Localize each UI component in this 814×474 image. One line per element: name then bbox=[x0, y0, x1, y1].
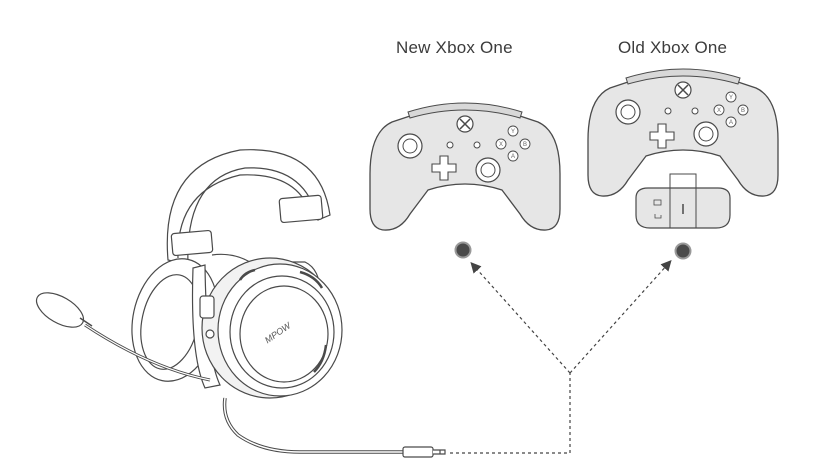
stereo-headset-adapter bbox=[635, 173, 731, 229]
a-button-label: A bbox=[511, 154, 515, 160]
b-button-label-old: B bbox=[741, 108, 745, 114]
a-button-label-old: A bbox=[729, 120, 733, 126]
x-button-label: X bbox=[499, 142, 503, 148]
old-xbox-controller: Y X B A bbox=[587, 68, 779, 229]
audio-jack-plug bbox=[402, 446, 434, 458]
arrow-to-old-controller bbox=[569, 259, 672, 374]
gaming-headset bbox=[35, 149, 446, 458]
old-controller-audio-port bbox=[674, 242, 692, 260]
dpad bbox=[431, 155, 457, 181]
connection-lines bbox=[450, 259, 672, 454]
y-button-label-old: Y bbox=[729, 95, 733, 101]
new-xbox-one-label: New Xbox One bbox=[396, 38, 513, 57]
old-xbox-one-label: Old Xbox One bbox=[618, 38, 728, 57]
earcup-plate bbox=[239, 285, 329, 383]
arrow-to-new-controller bbox=[470, 261, 571, 374]
new-xbox-controller: Y X B A bbox=[369, 102, 561, 231]
x-button-label-old: X bbox=[717, 108, 721, 114]
y-button-label: Y bbox=[511, 129, 515, 135]
b-button-label: B bbox=[523, 142, 527, 148]
microphone-foam bbox=[35, 292, 85, 328]
new-controller-audio-port bbox=[454, 241, 472, 259]
cable-path bbox=[450, 373, 571, 454]
